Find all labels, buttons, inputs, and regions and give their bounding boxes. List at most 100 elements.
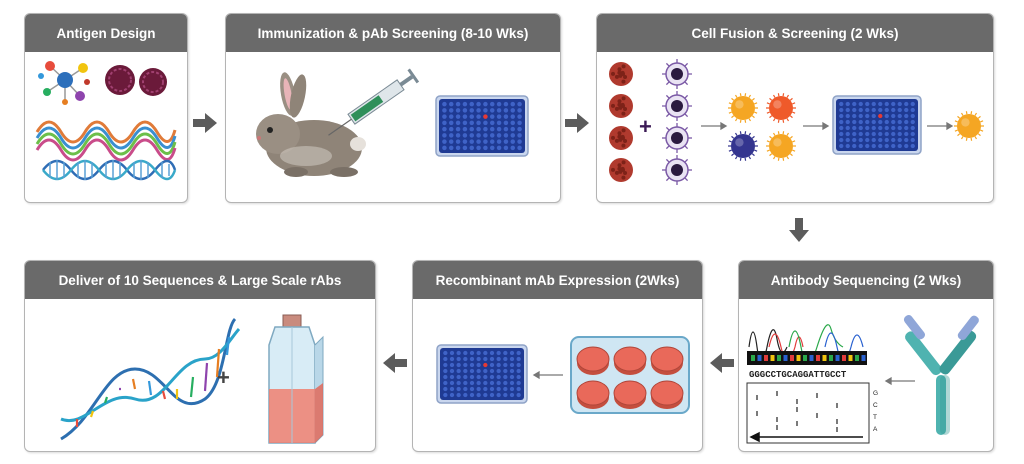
small-arrow [927, 121, 954, 131]
well [904, 119, 909, 125]
well [503, 380, 508, 386]
well [489, 362, 495, 368]
well [490, 133, 495, 138]
well [510, 114, 515, 119]
well [443, 350, 448, 356]
well [442, 126, 447, 132]
dna-icon [42, 159, 177, 181]
well [496, 362, 501, 368]
well [910, 137, 915, 143]
well [462, 139, 468, 144]
well [469, 120, 474, 126]
panel-antibody-sequencing: Antibody Sequencing (2 Wks) GGGCCTGCAGGA… [738, 260, 994, 452]
well [510, 126, 515, 132]
well [503, 392, 508, 398]
well [897, 107, 902, 113]
well [490, 108, 495, 113]
positive-well [483, 362, 488, 368]
well [443, 374, 448, 380]
well [489, 380, 495, 386]
well [490, 114, 495, 119]
well [496, 101, 502, 107]
well [490, 120, 495, 126]
well [878, 119, 883, 125]
well [456, 392, 461, 398]
well [449, 356, 455, 362]
well [897, 143, 902, 149]
well [897, 125, 902, 131]
well [462, 133, 468, 138]
well [865, 143, 870, 149]
well [510, 145, 515, 151]
myeloma-cells [609, 62, 633, 182]
well [839, 125, 844, 131]
well [510, 120, 515, 126]
well [489, 350, 495, 356]
well [839, 107, 844, 113]
well [469, 386, 475, 392]
well [517, 145, 522, 151]
well [469, 133, 474, 138]
well [489, 386, 495, 392]
well [483, 368, 488, 374]
culture-flask-icon [268, 314, 324, 444]
well [904, 131, 909, 137]
expression-illustration [436, 336, 690, 414]
well [839, 119, 844, 125]
well [483, 386, 488, 392]
well [483, 145, 488, 151]
well [509, 386, 515, 392]
well [852, 143, 857, 149]
well [483, 356, 488, 362]
base-label: C [873, 402, 878, 409]
well [845, 119, 850, 125]
well [891, 119, 896, 125]
well [443, 386, 448, 392]
well [517, 133, 522, 138]
well [503, 386, 508, 392]
hybridoma-cells [728, 93, 796, 161]
well [449, 126, 454, 132]
well [852, 101, 857, 107]
well [449, 114, 454, 119]
well [476, 108, 481, 113]
well [462, 114, 468, 119]
well [503, 362, 508, 368]
well [503, 139, 509, 144]
well [489, 356, 495, 362]
dna-helix-icon [60, 317, 241, 441]
well [839, 131, 844, 137]
well [476, 350, 481, 356]
plus-sign: + [639, 114, 652, 139]
well [871, 107, 876, 113]
culture-dishes-icon [570, 336, 690, 414]
well [509, 362, 515, 368]
well-plate-icon [832, 95, 922, 155]
well [449, 139, 454, 144]
well [455, 101, 461, 107]
well [884, 101, 889, 107]
well [476, 374, 481, 380]
well [852, 131, 857, 137]
well [884, 125, 889, 131]
rabbit-icon [256, 72, 366, 177]
immunization-illustration [256, 68, 529, 177]
well [884, 113, 889, 119]
well [443, 392, 448, 398]
well [852, 125, 857, 131]
well [455, 139, 461, 144]
well [449, 362, 455, 368]
panel-title: Recombinant mAb Expression (2Wks) [413, 261, 702, 299]
well [516, 350, 521, 356]
well [462, 126, 468, 132]
well [878, 143, 883, 149]
well [858, 143, 863, 149]
well [865, 101, 870, 107]
well [865, 131, 870, 137]
well [449, 120, 454, 126]
well [456, 368, 461, 374]
well-plate-icon [436, 344, 528, 404]
well [884, 131, 889, 137]
well [865, 107, 870, 113]
positive-well [483, 114, 488, 119]
